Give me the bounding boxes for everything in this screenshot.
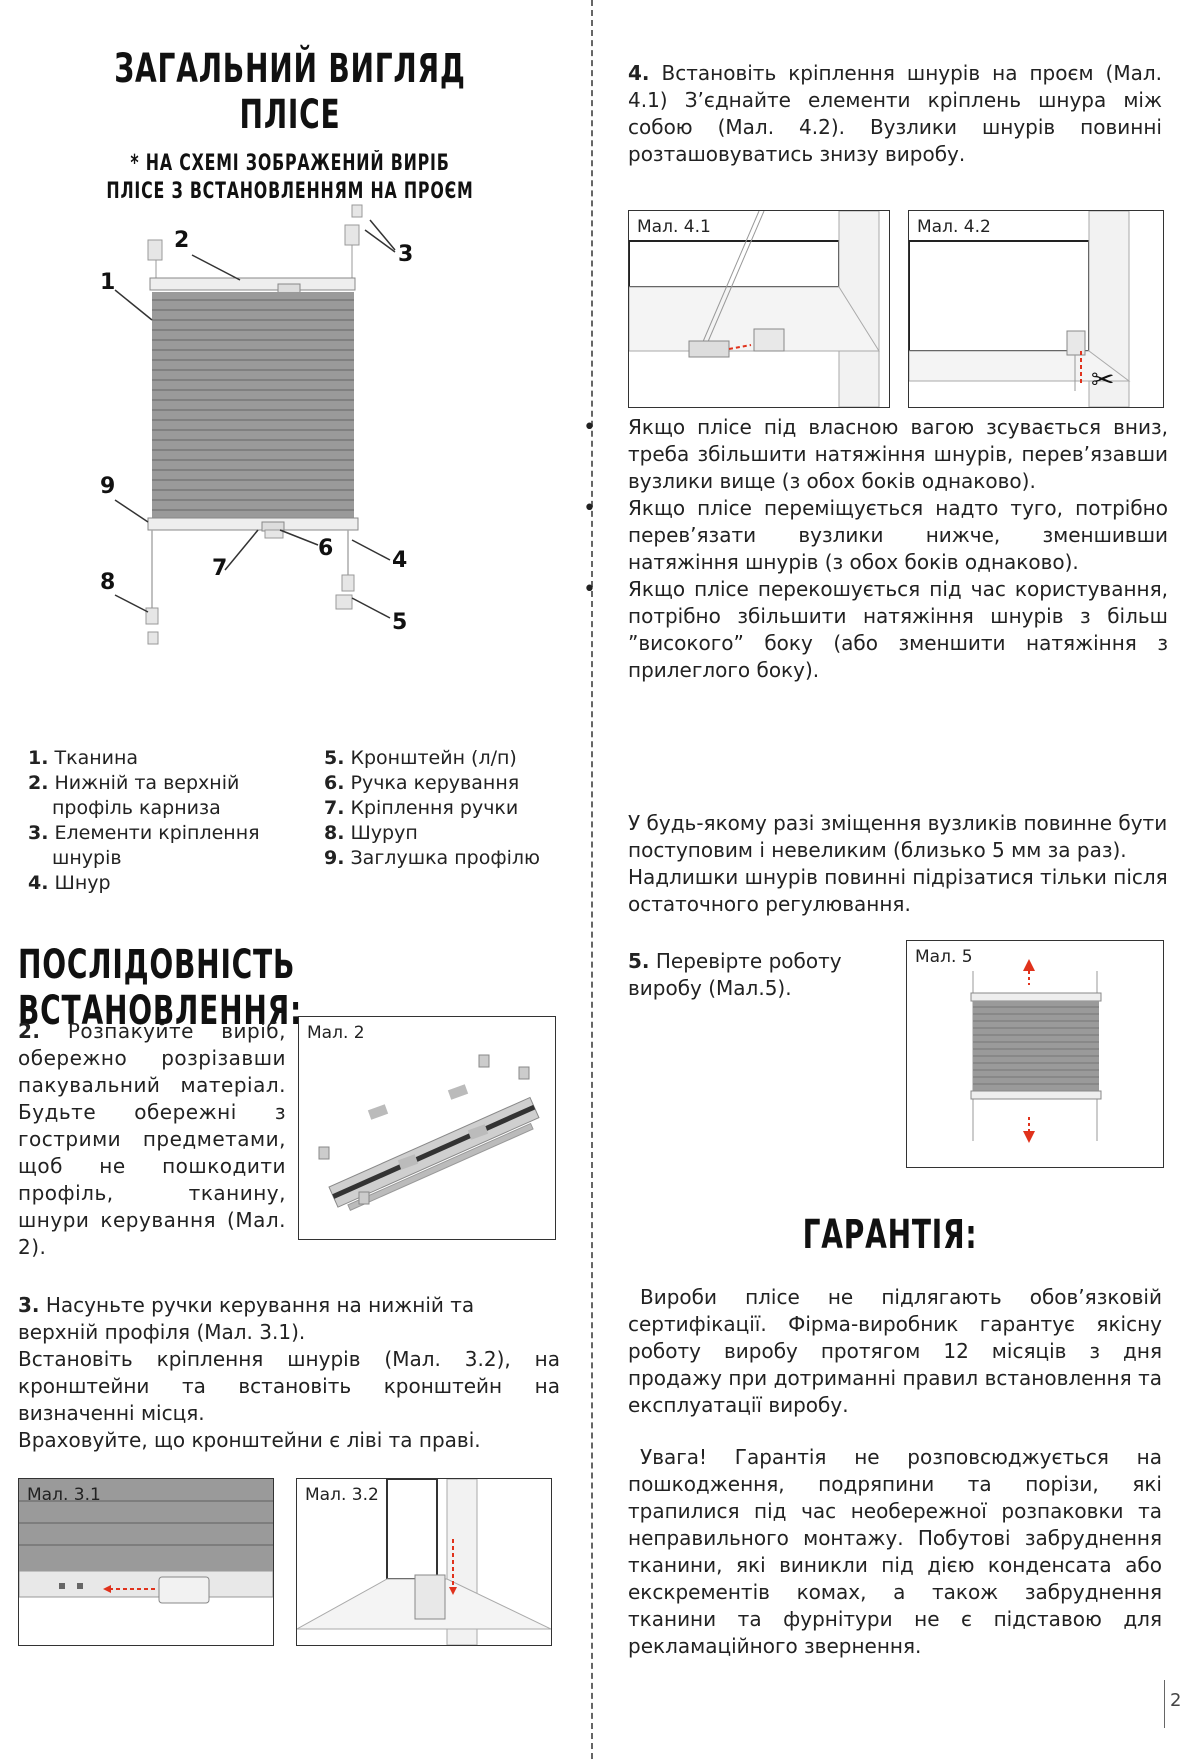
figure-5: Мал. 5: [906, 940, 1164, 1168]
figure-4-2-caption: Мал. 4.2: [917, 217, 991, 237]
fabric-pleats: [973, 1001, 1099, 1091]
figure-3-2: Мал. 3.2: [296, 1478, 552, 1646]
diagram-label-5: 5: [392, 610, 408, 635]
legend-item: профіль карниза: [52, 797, 221, 819]
diagram-label-3: 3: [398, 242, 414, 267]
cord-knot-illustration: ✂: [909, 211, 1131, 407]
diagram-label-8: 8: [100, 570, 116, 595]
legend-left: 1. Тканина 2. Нижній та верхній профіль …: [28, 746, 288, 896]
profile-parts-illustration: [318, 1054, 540, 1211]
tension-tips-list: Якщо плісе під власною вагою зсувається …: [583, 414, 1168, 684]
diagram-label-6: 6: [318, 536, 334, 561]
legend-item: 6. Ручка керування: [324, 772, 520, 794]
legend-item: 1. Тканина: [28, 747, 139, 769]
diagram-label-7: 7: [212, 556, 228, 581]
legend-item: 7. Кріплення ручки: [324, 797, 519, 819]
legend-item: шнурів: [52, 847, 122, 869]
warranty-paragraph-2: Увага! Гарантія не розповсюджується на п…: [628, 1445, 1162, 1658]
figure-3-1: Мал. 3.1: [18, 1478, 274, 1646]
figure-4-1: Мал. 4.1: [628, 210, 890, 408]
cord-mount-illustration: [629, 211, 880, 407]
pleated-blind-diagram: [114, 204, 396, 645]
warranty-title: ГАРАНТІЯ:: [802, 1212, 978, 1258]
step-3-text: 3. Насуньте ручки керування на нижній та…: [18, 1293, 560, 1452]
page-number-rule: [1164, 1680, 1165, 1728]
diagram-label-1: 1: [100, 270, 116, 295]
legend-item: 9. Заглушка профілю: [324, 847, 541, 869]
figure-2-caption: Мал. 2: [307, 1023, 365, 1043]
step-4-text: 4. Встановіть кріплення шнурів на проєм …: [628, 61, 1163, 166]
legend-right: 5. Кронштейн (л/п) 6. Ручка керування 7.…: [324, 746, 584, 871]
list-item: Якщо плісе переміщується надто туго, пот…: [583, 495, 1168, 576]
bracket-mount-illustration: [297, 1479, 551, 1645]
handle-slide-illustration: [19, 1479, 273, 1604]
step-2-text: 2. Розпакуйте виріб, обережно розрізавши…: [18, 1019, 286, 1259]
figure-5-caption: Мал. 5: [915, 947, 973, 967]
figure-2: Мал. 2: [298, 1016, 556, 1240]
legend-item: 5. Кронштейн (л/п): [324, 747, 517, 769]
legend-item: 2. Нижній та верхній: [28, 772, 240, 794]
figure-3-1-caption: Мал. 3.1: [27, 1485, 101, 1505]
list-item: Якщо плісе перекошується під час користу…: [583, 576, 1168, 684]
figure-4-1-caption: Мал. 4.1: [637, 217, 711, 237]
legend-item: 4. Шнур: [28, 872, 111, 894]
step-5-text: 5. Перевірте роботу виробу (Мал.5).: [628, 949, 842, 1000]
column-divider: [591, 0, 593, 1759]
warranty-paragraph-1: Вироби плісе не підлягають обов’язковій …: [628, 1285, 1162, 1417]
legend-item: 8. Шуруп: [324, 822, 418, 844]
page-subtitle: * НА СХЕМІ ЗОБРАЖЕНИЙ ВИРІБ ПЛІСЕ З ВСТА…: [106, 151, 474, 204]
fabric-pleats: [152, 292, 354, 518]
operation-check-illustration: [970, 959, 1102, 1143]
page-number: 2: [1170, 1690, 1182, 1711]
install-section-title: ПОСЛІДОВНІСТЬ ВСТАНОВЛЕННЯ:: [18, 942, 303, 1034]
diagram-label-2: 2: [174, 228, 190, 253]
legend-item: 3. Елементи кріплення: [28, 822, 260, 844]
page-title: ЗАГАЛЬНИЙ ВИГЛЯД ПЛІСЕ: [114, 46, 466, 138]
figure-3-2-caption: Мал. 3.2: [305, 1485, 379, 1505]
diagram-label-4: 4: [392, 548, 408, 573]
list-item: Якщо плісе під власною вагою зсувається …: [583, 414, 1168, 495]
figure-4-2: Мал. 4.2 ✂: [908, 210, 1164, 408]
diagram-label-9: 9: [100, 474, 116, 499]
adjustment-note: У будь-якому разі зміщення вузликів пови…: [628, 811, 1168, 916]
svg-text:✂: ✂: [1091, 363, 1114, 396]
